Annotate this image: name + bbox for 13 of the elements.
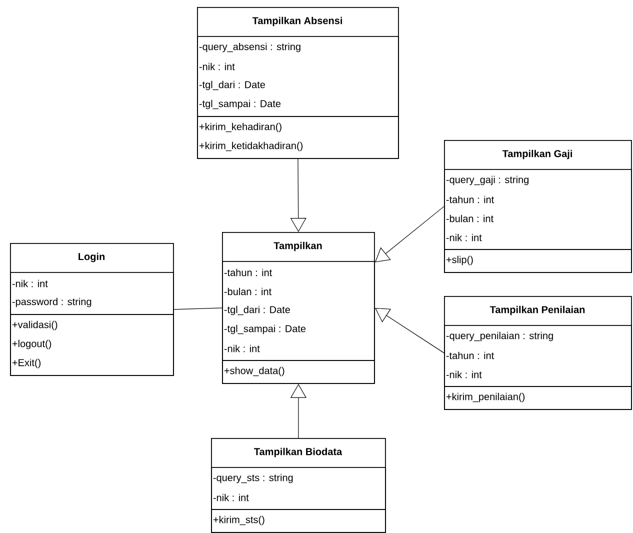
attribute-list: -query_gaji : string -tahun : int -bulan : int -nik : int xyxy=(444,169,632,250)
attribute-list: -query_penilaian : string -tahun : int -nik : int xyxy=(444,325,632,387)
attribute-list: -query_sts : string -nik : int xyxy=(211,466,386,510)
method-list: +validasi() +logout() +Exit() xyxy=(10,314,174,376)
attribute-list: -query_absensi : string -nik : int -tgl_dari : Date -tgl_sampai : Date xyxy=(197,36,399,117)
method-list: +slip() xyxy=(444,249,632,273)
association-line xyxy=(174,308,222,310)
method-list: +kirim_kehadiran() +kirim_ketidakhadiran() xyxy=(197,116,399,159)
method-list: +show_data() xyxy=(222,360,375,384)
method-list: +kirim_penilaian() xyxy=(444,386,632,410)
method-list: +kirim_sts() xyxy=(211,508,386,533)
attribute-list: -nik : int -password : string xyxy=(10,272,174,315)
attribute-list: -tahun : int -bulan : int -tgl_dari : Date -tgl_sampai : Date -nik : int xyxy=(222,261,375,361)
